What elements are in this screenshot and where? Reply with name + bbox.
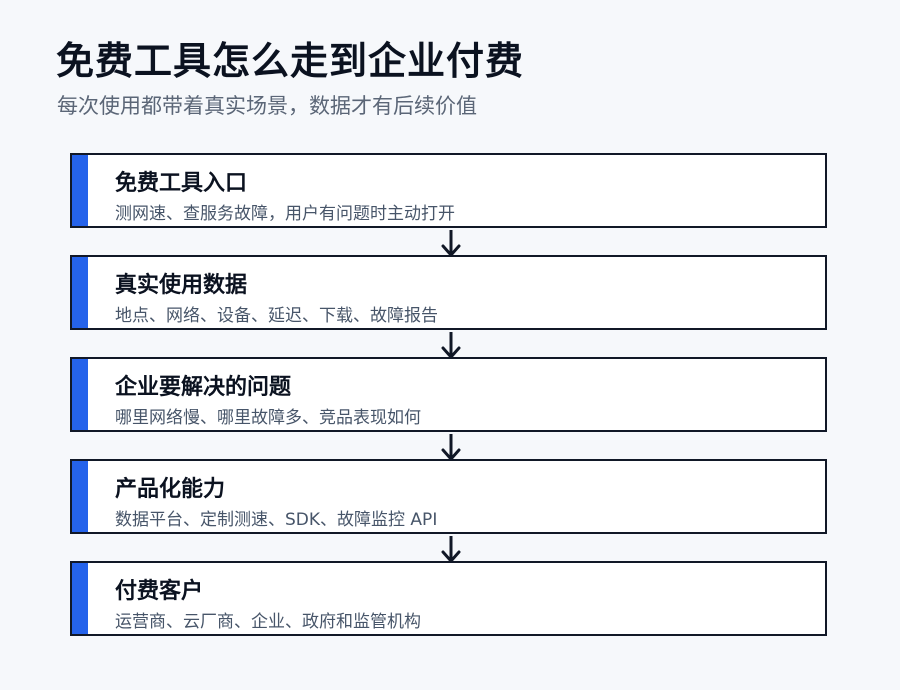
step-free-tool-entry: 免费工具入口 测网速、查服务故障，用户有问题时主动打开 xyxy=(70,153,827,228)
step-accent-bar xyxy=(72,359,88,430)
step-title: 产品化能力 xyxy=(115,477,226,502)
page-subtitle: 每次使用都带着真实场景，数据才有后续价值 xyxy=(57,94,477,118)
step-title: 免费工具入口 xyxy=(115,171,248,196)
step-title: 企业要解决的问题 xyxy=(115,375,292,400)
step-accent-bar xyxy=(72,461,88,532)
step-accent-bar xyxy=(72,563,88,634)
step-real-usage-data: 真实使用数据 地点、网络、设备、延迟、下载、故障报告 xyxy=(70,255,827,330)
step-description: 测网速、查服务故障，用户有问题时主动打开 xyxy=(115,204,455,224)
step-description: 地点、网络、设备、延迟、下载、故障报告 xyxy=(115,306,438,326)
down-arrow-icon xyxy=(441,434,461,461)
step-description: 运营商、云厂商、企业、政府和监管机构 xyxy=(115,612,421,632)
page-title: 免费工具怎么走到企业付费 xyxy=(56,39,525,83)
step-description: 数据平台、定制测速、SDK、故障监控 API xyxy=(115,510,438,530)
down-arrow-icon xyxy=(441,332,461,359)
step-title: 真实使用数据 xyxy=(115,273,248,298)
step-accent-bar xyxy=(72,257,88,328)
step-title: 付费客户 xyxy=(115,579,204,604)
step-description: 哪里网络慢、哪里故障多、竞品表现如何 xyxy=(115,408,421,428)
step-paying-customers: 付费客户 运营商、云厂商、企业、政府和监管机构 xyxy=(70,561,827,636)
down-arrow-icon xyxy=(441,536,461,563)
step-enterprise-problems: 企业要解决的问题 哪里网络慢、哪里故障多、竞品表现如何 xyxy=(70,357,827,432)
step-productized-capability: 产品化能力 数据平台、定制测速、SDK、故障监控 API xyxy=(70,459,827,534)
down-arrow-icon xyxy=(441,230,461,257)
step-accent-bar xyxy=(72,155,88,226)
